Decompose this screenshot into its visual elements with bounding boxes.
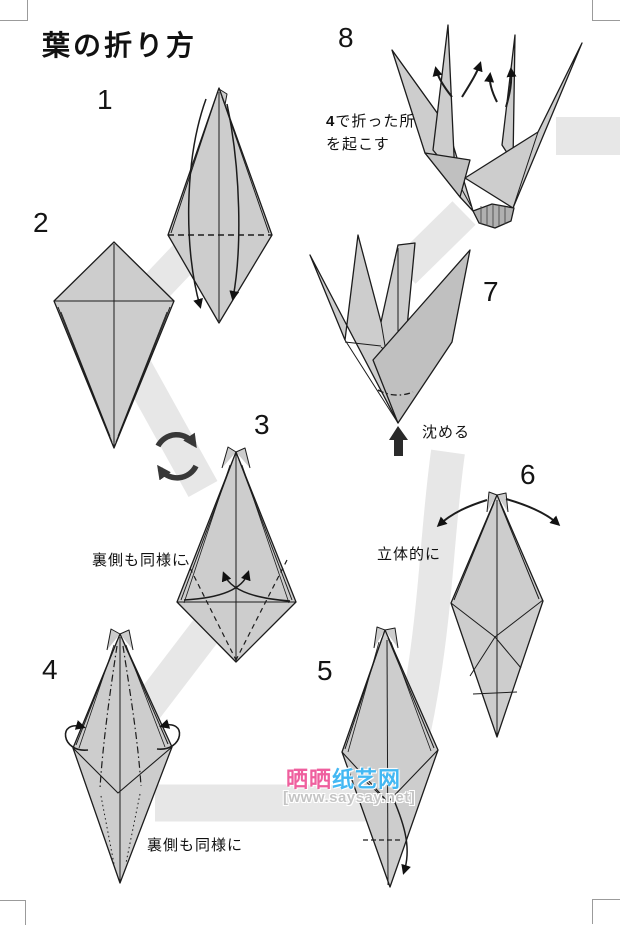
step-8-note-line1: で折った所 — [335, 113, 416, 130]
step-1-number: 1 — [97, 84, 113, 115]
step-4-number: 4 — [42, 654, 58, 685]
watermark-name-blue: 纸艺网 — [332, 767, 402, 792]
watermark-site-name: 晒晒纸艺网 — [286, 762, 401, 794]
corner-mark-top-right — [592, 0, 620, 21]
step-8-note: 4で折った所 を起こす — [326, 110, 415, 156]
step-7-note: 沈める — [422, 424, 471, 441]
step-4-diagram — [64, 628, 181, 884]
step-6-diagram — [436, 491, 561, 738]
step-8-diagram — [391, 24, 583, 229]
step-8-note-bold-ref: 4 — [326, 113, 336, 130]
step-2-number: 2 — [33, 207, 49, 238]
step-7-diagram — [309, 234, 471, 456]
step-5-diagram — [341, 626, 439, 888]
step-7-number: 7 — [483, 276, 499, 307]
sink-up-arrow-icon — [389, 426, 408, 456]
step-6-number: 6 — [520, 459, 536, 490]
step-5-number: 5 — [317, 655, 333, 686]
step-6-note: 立体的に — [377, 546, 442, 563]
step-1-diagram — [167, 87, 273, 324]
step-8-note-line2: を起こす — [326, 136, 390, 153]
watermark-name-pink: 晒晒 — [286, 767, 333, 792]
corner-mark-bottom-left — [0, 900, 26, 925]
page-title: 葉の折り方 — [42, 30, 198, 61]
step-3-number: 3 — [254, 409, 270, 440]
step-3-diagram — [176, 446, 297, 663]
corner-mark-top-left — [0, 0, 28, 21]
step-3-note: 裏側も同様に — [92, 552, 189, 569]
step-8-number: 8 — [338, 22, 354, 53]
turn-over-icon — [155, 432, 199, 481]
corner-mark-bottom-right — [592, 899, 620, 924]
step-4-note: 裏側も同様に — [147, 837, 244, 854]
watermark-url: [www.saysay.net] — [283, 789, 416, 806]
step-2-diagram — [53, 241, 175, 449]
